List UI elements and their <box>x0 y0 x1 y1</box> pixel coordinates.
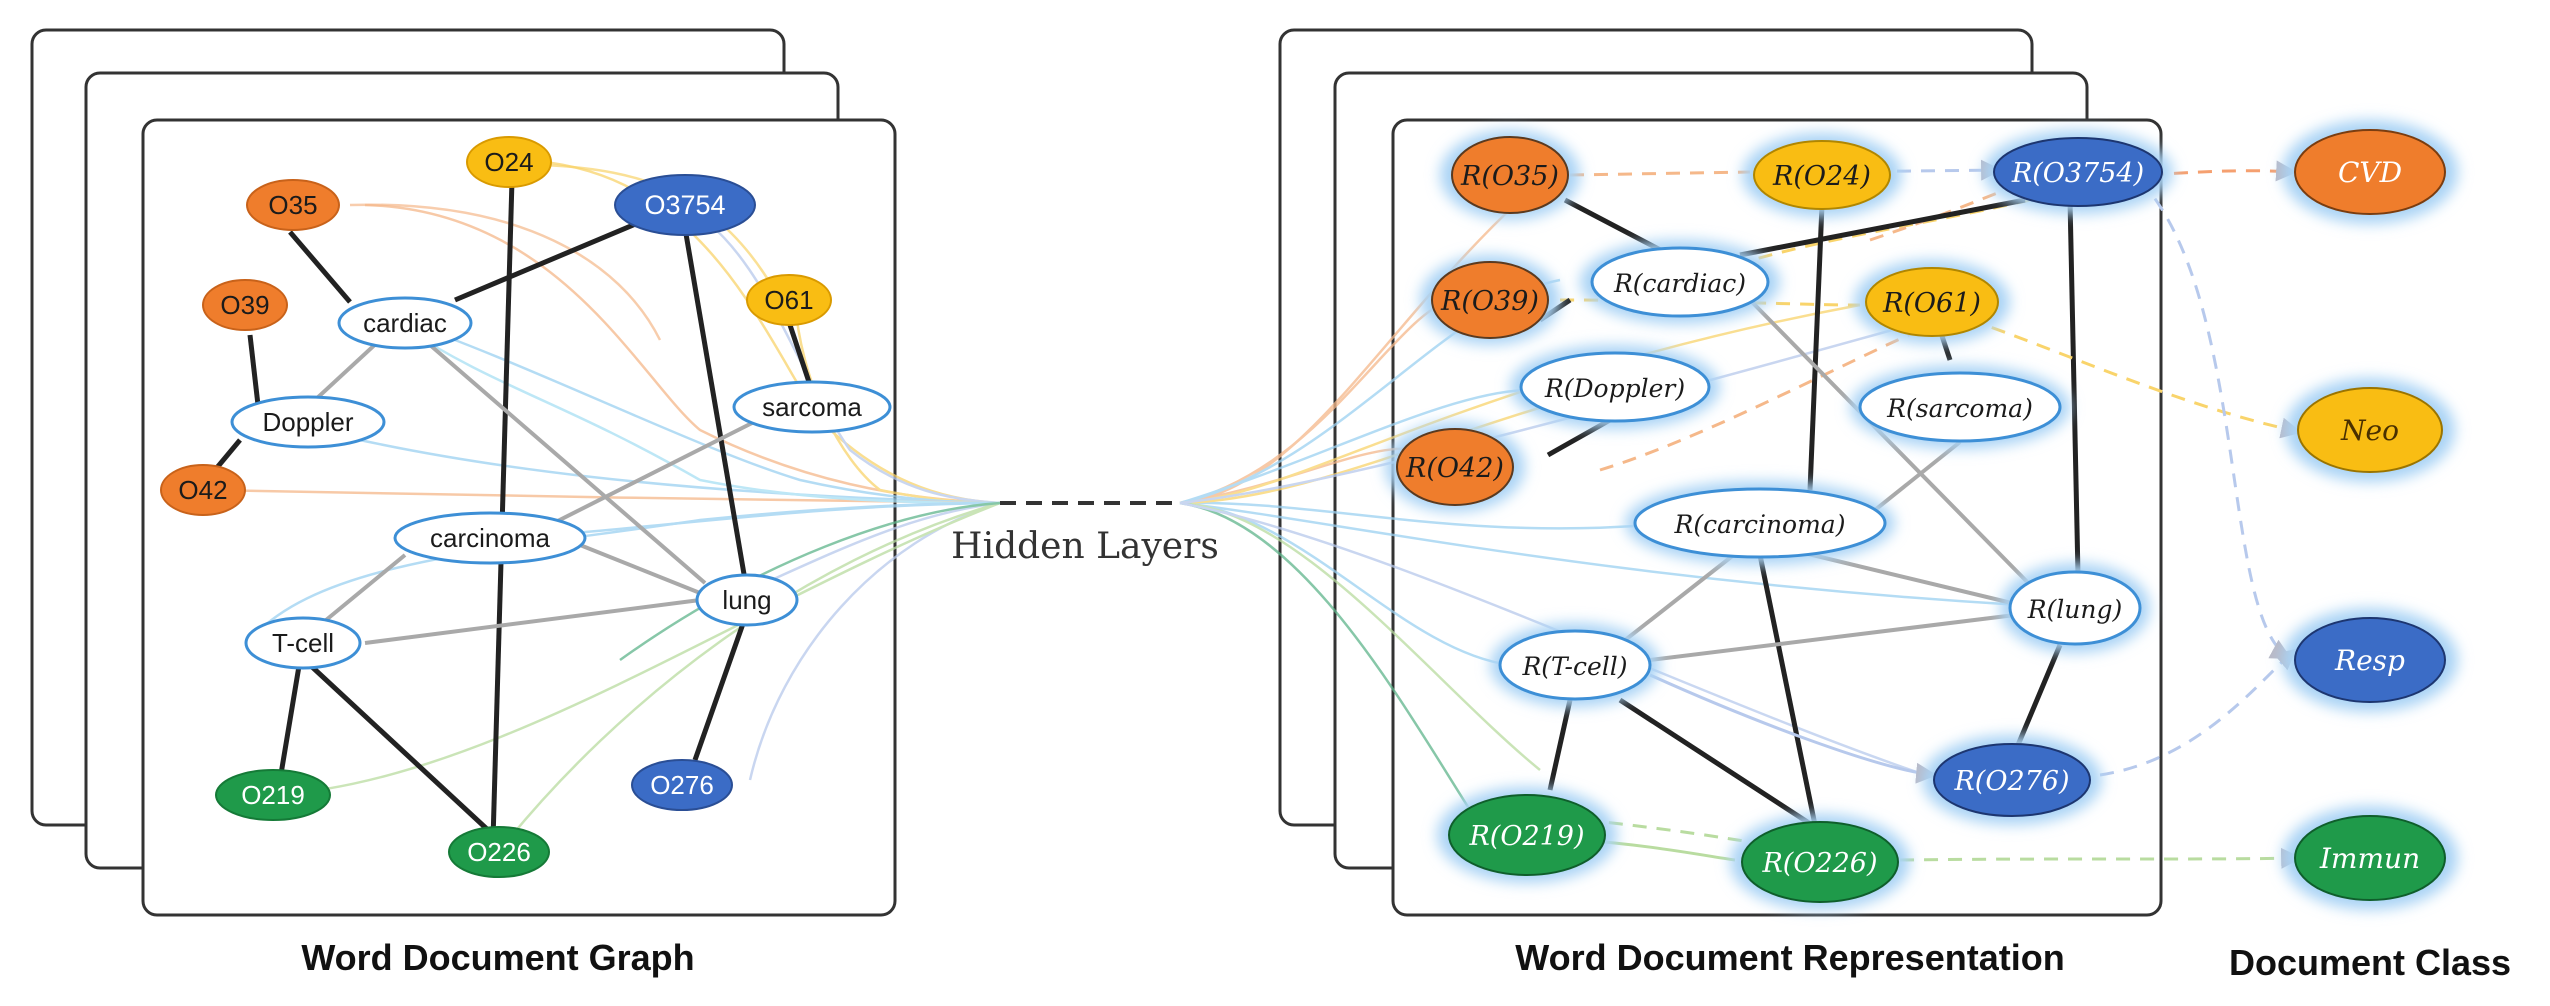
repr-node-O3754: R(O3754) <box>1983 130 2173 214</box>
repr-node-cardiac: R(cardiac) <box>1580 240 1780 324</box>
representation-caption: Word Document Representation <box>1515 937 2064 978</box>
graph-nodes: O35 O24 O3754 O39 cardiac O61 Doppler s <box>160 136 892 878</box>
class-node-Neo: Neo <box>2285 378 2455 482</box>
svg-text:O219: O219 <box>241 780 305 810</box>
svg-text:CVD: CVD <box>2338 156 2402 189</box>
svg-text:O3754: O3754 <box>644 190 725 220</box>
class-node-CVD: CVD <box>2282 120 2458 224</box>
graph-node-O3754: O3754 <box>614 174 756 236</box>
svg-text:R(O42): R(O42) <box>1405 453 1504 484</box>
repr-node-O42: R(O42) <box>1385 422 1525 512</box>
svg-text:R(Doppler): R(Doppler) <box>1544 374 1685 403</box>
repr-node-O276: R(O276) <box>1922 735 2102 825</box>
repr-node-carcinoma: R(carcinoma) <box>1625 481 1895 565</box>
svg-text:R(sarcoma): R(sarcoma) <box>1886 394 2033 423</box>
svg-text:sarcoma: sarcoma <box>762 392 862 422</box>
graph-caption: Word Document Graph <box>301 937 694 978</box>
graph-node-cardiac: cardiac <box>337 296 473 350</box>
svg-text:R(carcinoma): R(carcinoma) <box>1674 510 1846 539</box>
svg-text:carcinoma: carcinoma <box>430 523 550 553</box>
graph-node-O219: O219 <box>215 769 331 821</box>
graph-node-sarcoma: sarcoma <box>732 380 892 434</box>
repr-node-sarcoma: R(sarcoma) <box>1850 365 2070 449</box>
svg-text:R(lung): R(lung) <box>2027 595 2123 624</box>
svg-text:R(O61): R(O61) <box>1882 288 1981 319</box>
svg-text:R(O276): R(O276) <box>1953 766 2069 797</box>
svg-text:O42: O42 <box>178 475 227 505</box>
graph-node-O226: O226 <box>448 826 550 878</box>
repr-node-O35: R(O35) <box>1440 130 1580 220</box>
graph-node-O276: O276 <box>631 759 733 811</box>
repr-node-O226: R(O226) <box>1730 814 1910 910</box>
svg-text:cardiac: cardiac <box>363 308 447 338</box>
hidden-layers-label: Hidden Layers <box>951 526 1219 567</box>
svg-text:O35: O35 <box>268 190 317 220</box>
graph-node-Tcell: T-cell <box>244 616 362 670</box>
svg-text:R(O226): R(O226) <box>1761 848 1877 879</box>
graph-node-carcinoma: carcinoma <box>393 511 587 565</box>
svg-text:O61: O61 <box>764 285 813 315</box>
repr-node-lung: R(lung) <box>2000 563 2150 653</box>
svg-text:Doppler: Doppler <box>262 407 353 437</box>
document-class-nodes: CVD Neo Resp Immun <box>2282 120 2458 910</box>
repr-node-O24: R(O24) <box>1742 133 1902 217</box>
class-node-Resp: Resp <box>2282 608 2458 712</box>
svg-text:R(O219): R(O219) <box>1468 821 1584 852</box>
representation-nodes: R(O35) R(O24) R(O3754) R(O39) R(cardiac)… <box>1385 130 2173 910</box>
repr-node-O39: R(O39) <box>1420 255 1560 345</box>
graph-node-O61: O61 <box>746 274 832 326</box>
graph-node-O35: O35 <box>246 179 340 231</box>
svg-text:O39: O39 <box>220 290 269 320</box>
svg-text:Resp: Resp <box>2334 644 2405 677</box>
svg-text:O24: O24 <box>484 147 533 177</box>
graph-edges <box>213 179 813 841</box>
graph-node-O24: O24 <box>466 136 552 188</box>
class-caption: Document Class <box>2229 942 2511 983</box>
svg-text:Neo: Neo <box>2340 414 2399 447</box>
svg-text:O276: O276 <box>650 770 714 800</box>
svg-text:R(O3754): R(O3754) <box>2011 158 2144 189</box>
repr-node-Doppler: R(Doppler) <box>1510 345 1720 429</box>
svg-text:R(cardiac): R(cardiac) <box>1613 269 1746 298</box>
graph-node-lung: lung <box>695 573 799 627</box>
svg-text:O226: O226 <box>467 837 531 867</box>
repr-node-O219: R(O219) <box>1437 787 1617 883</box>
svg-text:R(O24): R(O24) <box>1772 161 1871 192</box>
svg-text:T-cell: T-cell <box>272 628 334 658</box>
graph-node-Doppler: Doppler <box>230 395 386 449</box>
svg-text:Immun: Immun <box>2319 842 2420 875</box>
svg-text:R(T-cell): R(T-cell) <box>1521 652 1627 681</box>
svg-text:lung: lung <box>722 585 771 615</box>
svg-text:R(O35): R(O35) <box>1460 161 1559 192</box>
graph-node-O39: O39 <box>202 279 288 331</box>
repr-node-Tcell: R(T-cell) <box>1490 623 1660 707</box>
graph-panel-stack <box>30 28 897 917</box>
repr-node-O61: R(O61) <box>1854 260 2010 344</box>
svg-text:R(O39): R(O39) <box>1440 286 1539 317</box>
graph-node-O42: O42 <box>160 464 246 516</box>
class-node-Immun: Immun <box>2282 806 2458 910</box>
